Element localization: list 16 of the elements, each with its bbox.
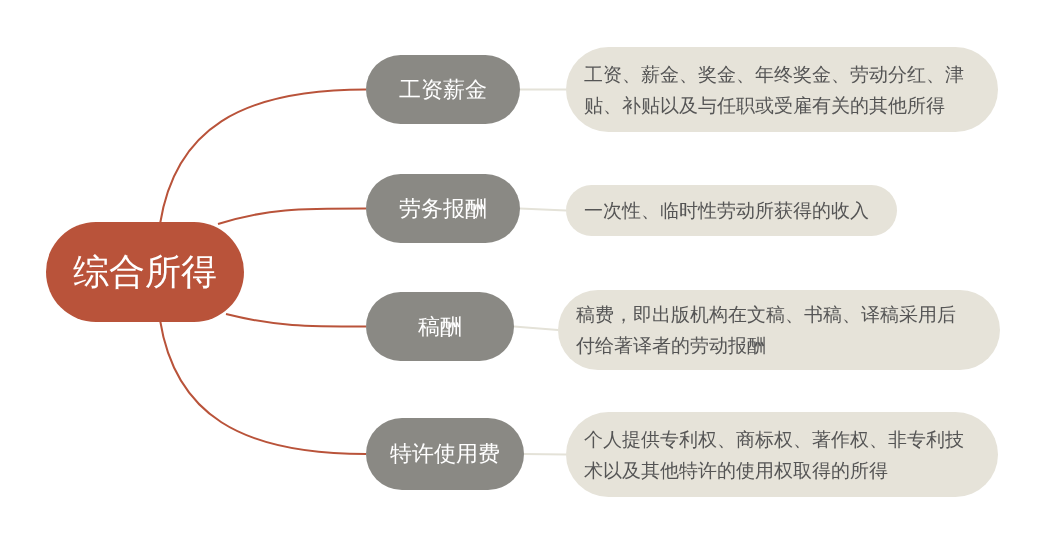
subtopic-box: 特许使用费 <box>366 418 524 490</box>
connector-line <box>523 453 567 456</box>
connector-line <box>225 313 367 328</box>
topic-box: 综合所得 <box>46 222 244 322</box>
subtopic-box: 稿酬 <box>366 292 514 361</box>
subtopic-box: 劳务报酬 <box>366 174 520 243</box>
connector-line <box>519 207 567 212</box>
description-box: 工资、薪金、奖金、年终奖金、劳动分红、津贴、补贴以及与任职或受雇有关的其他所得 <box>566 47 998 132</box>
description-box: 稿费，即出版机构在文稿、书稿、译稿采用后付给著译者的劳动报酬 <box>558 290 1000 370</box>
connector-line <box>159 88 367 225</box>
connector-line <box>217 207 367 225</box>
subtopic-box: 工资薪金 <box>366 55 520 124</box>
connector-line <box>159 319 367 455</box>
description-box: 一次性、临时性劳动所获得的收入 <box>566 185 897 236</box>
description-box: 个人提供专利权、商标权、著作权、非专利技术以及其他特许的使用权取得的所得 <box>566 412 998 497</box>
connector-line <box>513 325 559 331</box>
